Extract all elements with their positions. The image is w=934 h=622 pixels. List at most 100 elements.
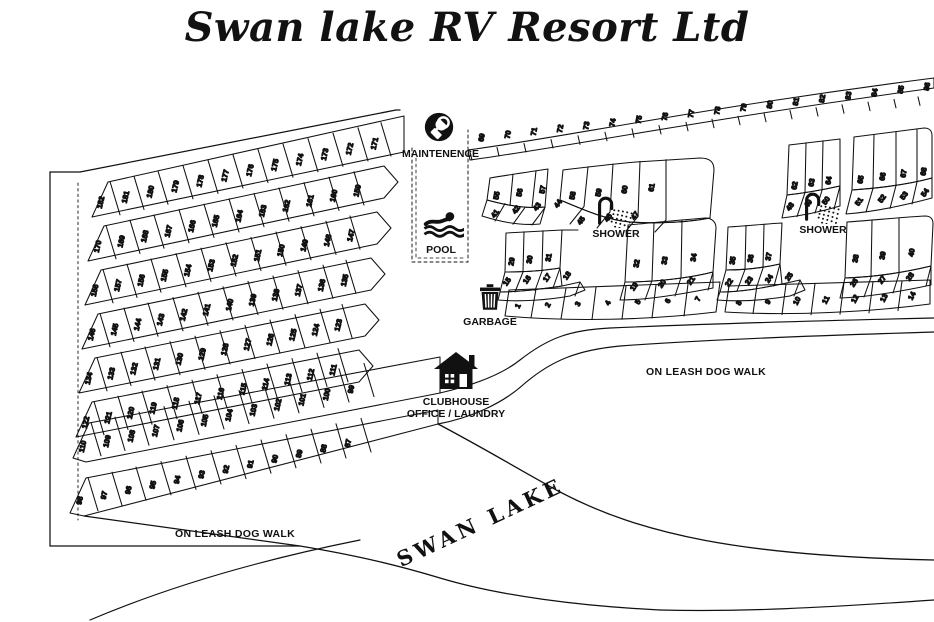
poi-clubhouse[interactable]: CLUBHOUSE OFFICE / LAUNDRY	[398, 350, 514, 421]
site-number[interactable]: 180	[144, 184, 157, 199]
site-number[interactable]: 22	[722, 276, 735, 289]
site-number[interactable]: 148	[321, 233, 334, 248]
site-number[interactable]: 76	[659, 111, 670, 122]
site-number[interactable]: 3	[572, 299, 583, 308]
site-number[interactable]: 11	[819, 294, 832, 306]
site-number[interactable]: 116	[214, 386, 227, 401]
site-number[interactable]: 58	[567, 190, 578, 201]
site-number[interactable]: 85	[895, 84, 906, 95]
site-number[interactable]: 160	[327, 188, 340, 203]
site-number[interactable]: 59	[593, 187, 604, 198]
poi-maintenance[interactable]: MAINTENENCE	[402, 110, 479, 161]
site-number[interactable]: 7	[692, 294, 703, 303]
site-number[interactable]: 104	[223, 407, 236, 423]
site-number[interactable]: 166	[186, 219, 199, 234]
site-number[interactable]: 122	[79, 415, 92, 430]
site-number[interactable]: 120	[124, 405, 137, 420]
site-number[interactable]: 153	[205, 258, 218, 273]
site-number[interactable]: 129	[196, 347, 209, 362]
site-number[interactable]: 140	[223, 297, 236, 312]
site-number[interactable]: 97	[98, 490, 110, 501]
site-number[interactable]: 147	[345, 228, 358, 243]
site-number[interactable]: 131	[150, 356, 163, 371]
site-number[interactable]: 33	[659, 255, 670, 266]
site-number[interactable]: 94	[171, 473, 183, 485]
site-number[interactable]: 139	[246, 292, 259, 307]
site-number[interactable]: 65	[855, 174, 866, 185]
site-number[interactable]: 4	[602, 298, 613, 308]
site-number[interactable]: 168	[138, 229, 151, 244]
site-number[interactable]: 118	[169, 396, 182, 411]
site-number[interactable]: 172	[343, 141, 356, 156]
site-number[interactable]: 163	[256, 203, 269, 218]
site-number[interactable]: 109	[101, 434, 114, 449]
site-number[interactable]: 154	[181, 262, 194, 278]
site-number[interactable]: 103	[247, 402, 260, 417]
site-number[interactable]: 91	[245, 458, 257, 469]
site-number[interactable]: 70	[502, 129, 513, 140]
site-number[interactable]: 151	[251, 248, 264, 263]
site-number[interactable]: 136	[315, 278, 328, 293]
site-number[interactable]: 40	[906, 247, 917, 258]
site-number[interactable]: 175	[269, 157, 282, 172]
site-number[interactable]: 174	[293, 151, 306, 167]
site-number[interactable]: 61	[646, 182, 657, 193]
site-number[interactable]: 165	[209, 214, 222, 229]
site-number[interactable]: 179	[169, 179, 182, 194]
site-number[interactable]: 102	[271, 397, 284, 412]
site-number[interactable]: 144	[131, 316, 144, 332]
poi-shower-left[interactable]: SHOWER	[579, 196, 653, 241]
site-number[interactable]: 135	[338, 273, 351, 288]
site-number[interactable]: 75	[633, 114, 644, 125]
site-number[interactable]: 23	[742, 274, 755, 287]
site-number[interactable]: 128	[218, 342, 231, 357]
site-number[interactable]: 26	[847, 276, 860, 289]
site-number[interactable]: 125	[287, 327, 300, 342]
site-number[interactable]: 25	[782, 270, 795, 283]
site-number[interactable]: 132	[128, 361, 141, 376]
site-number[interactable]: 107	[149, 423, 162, 438]
site-number[interactable]: 142	[177, 307, 190, 322]
site-number[interactable]: 32	[631, 258, 642, 269]
site-number[interactable]: 69	[476, 132, 487, 143]
site-number[interactable]: 126	[264, 332, 277, 347]
site-number[interactable]: 2	[542, 300, 553, 309]
site-number[interactable]: 101	[296, 392, 309, 407]
site-number[interactable]: 119	[147, 401, 160, 416]
site-number[interactable]: 112	[304, 367, 317, 382]
site-number[interactable]: 38	[850, 253, 861, 264]
site-number[interactable]: 67	[898, 168, 909, 179]
site-number[interactable]: 77	[685, 108, 696, 119]
site-number[interactable]: 29	[506, 256, 517, 267]
site-number[interactable]: 130	[173, 351, 186, 366]
site-number[interactable]: 114	[259, 376, 272, 392]
site-number[interactable]: 81	[790, 96, 801, 107]
site-number[interactable]: 92	[220, 464, 232, 475]
site-number[interactable]: 138	[269, 288, 282, 303]
site-number[interactable]: 149	[298, 238, 311, 253]
site-number[interactable]: 157	[112, 278, 125, 293]
site-number[interactable]: 56	[514, 187, 525, 198]
site-number[interactable]: 89	[293, 448, 305, 459]
site-number[interactable]: 6	[662, 296, 673, 305]
site-number[interactable]: 146	[85, 327, 98, 342]
site-number[interactable]: 176	[244, 163, 257, 178]
site-number[interactable]: 170	[91, 239, 104, 254]
site-number[interactable]: 158	[88, 283, 101, 298]
site-number[interactable]: 88	[318, 443, 330, 454]
site-number[interactable]: 84	[869, 86, 880, 98]
site-number[interactable]: 90	[269, 453, 281, 464]
site-number[interactable]: 5	[632, 297, 643, 306]
site-number[interactable]: 21	[684, 274, 697, 287]
site-number[interactable]: 78	[712, 105, 723, 116]
site-number[interactable]: 53	[897, 189, 910, 202]
site-number[interactable]: 99	[345, 384, 357, 395]
site-number[interactable]: 36	[745, 253, 756, 264]
site-number[interactable]: 74	[607, 116, 618, 128]
site-number[interactable]: 18	[560, 269, 573, 282]
site-number[interactable]: 8	[733, 298, 744, 307]
site-number[interactable]: 100	[320, 387, 333, 402]
site-number[interactable]: 17	[540, 271, 553, 284]
site-number[interactable]: 117	[192, 391, 205, 406]
site-number[interactable]: 178	[194, 173, 207, 188]
